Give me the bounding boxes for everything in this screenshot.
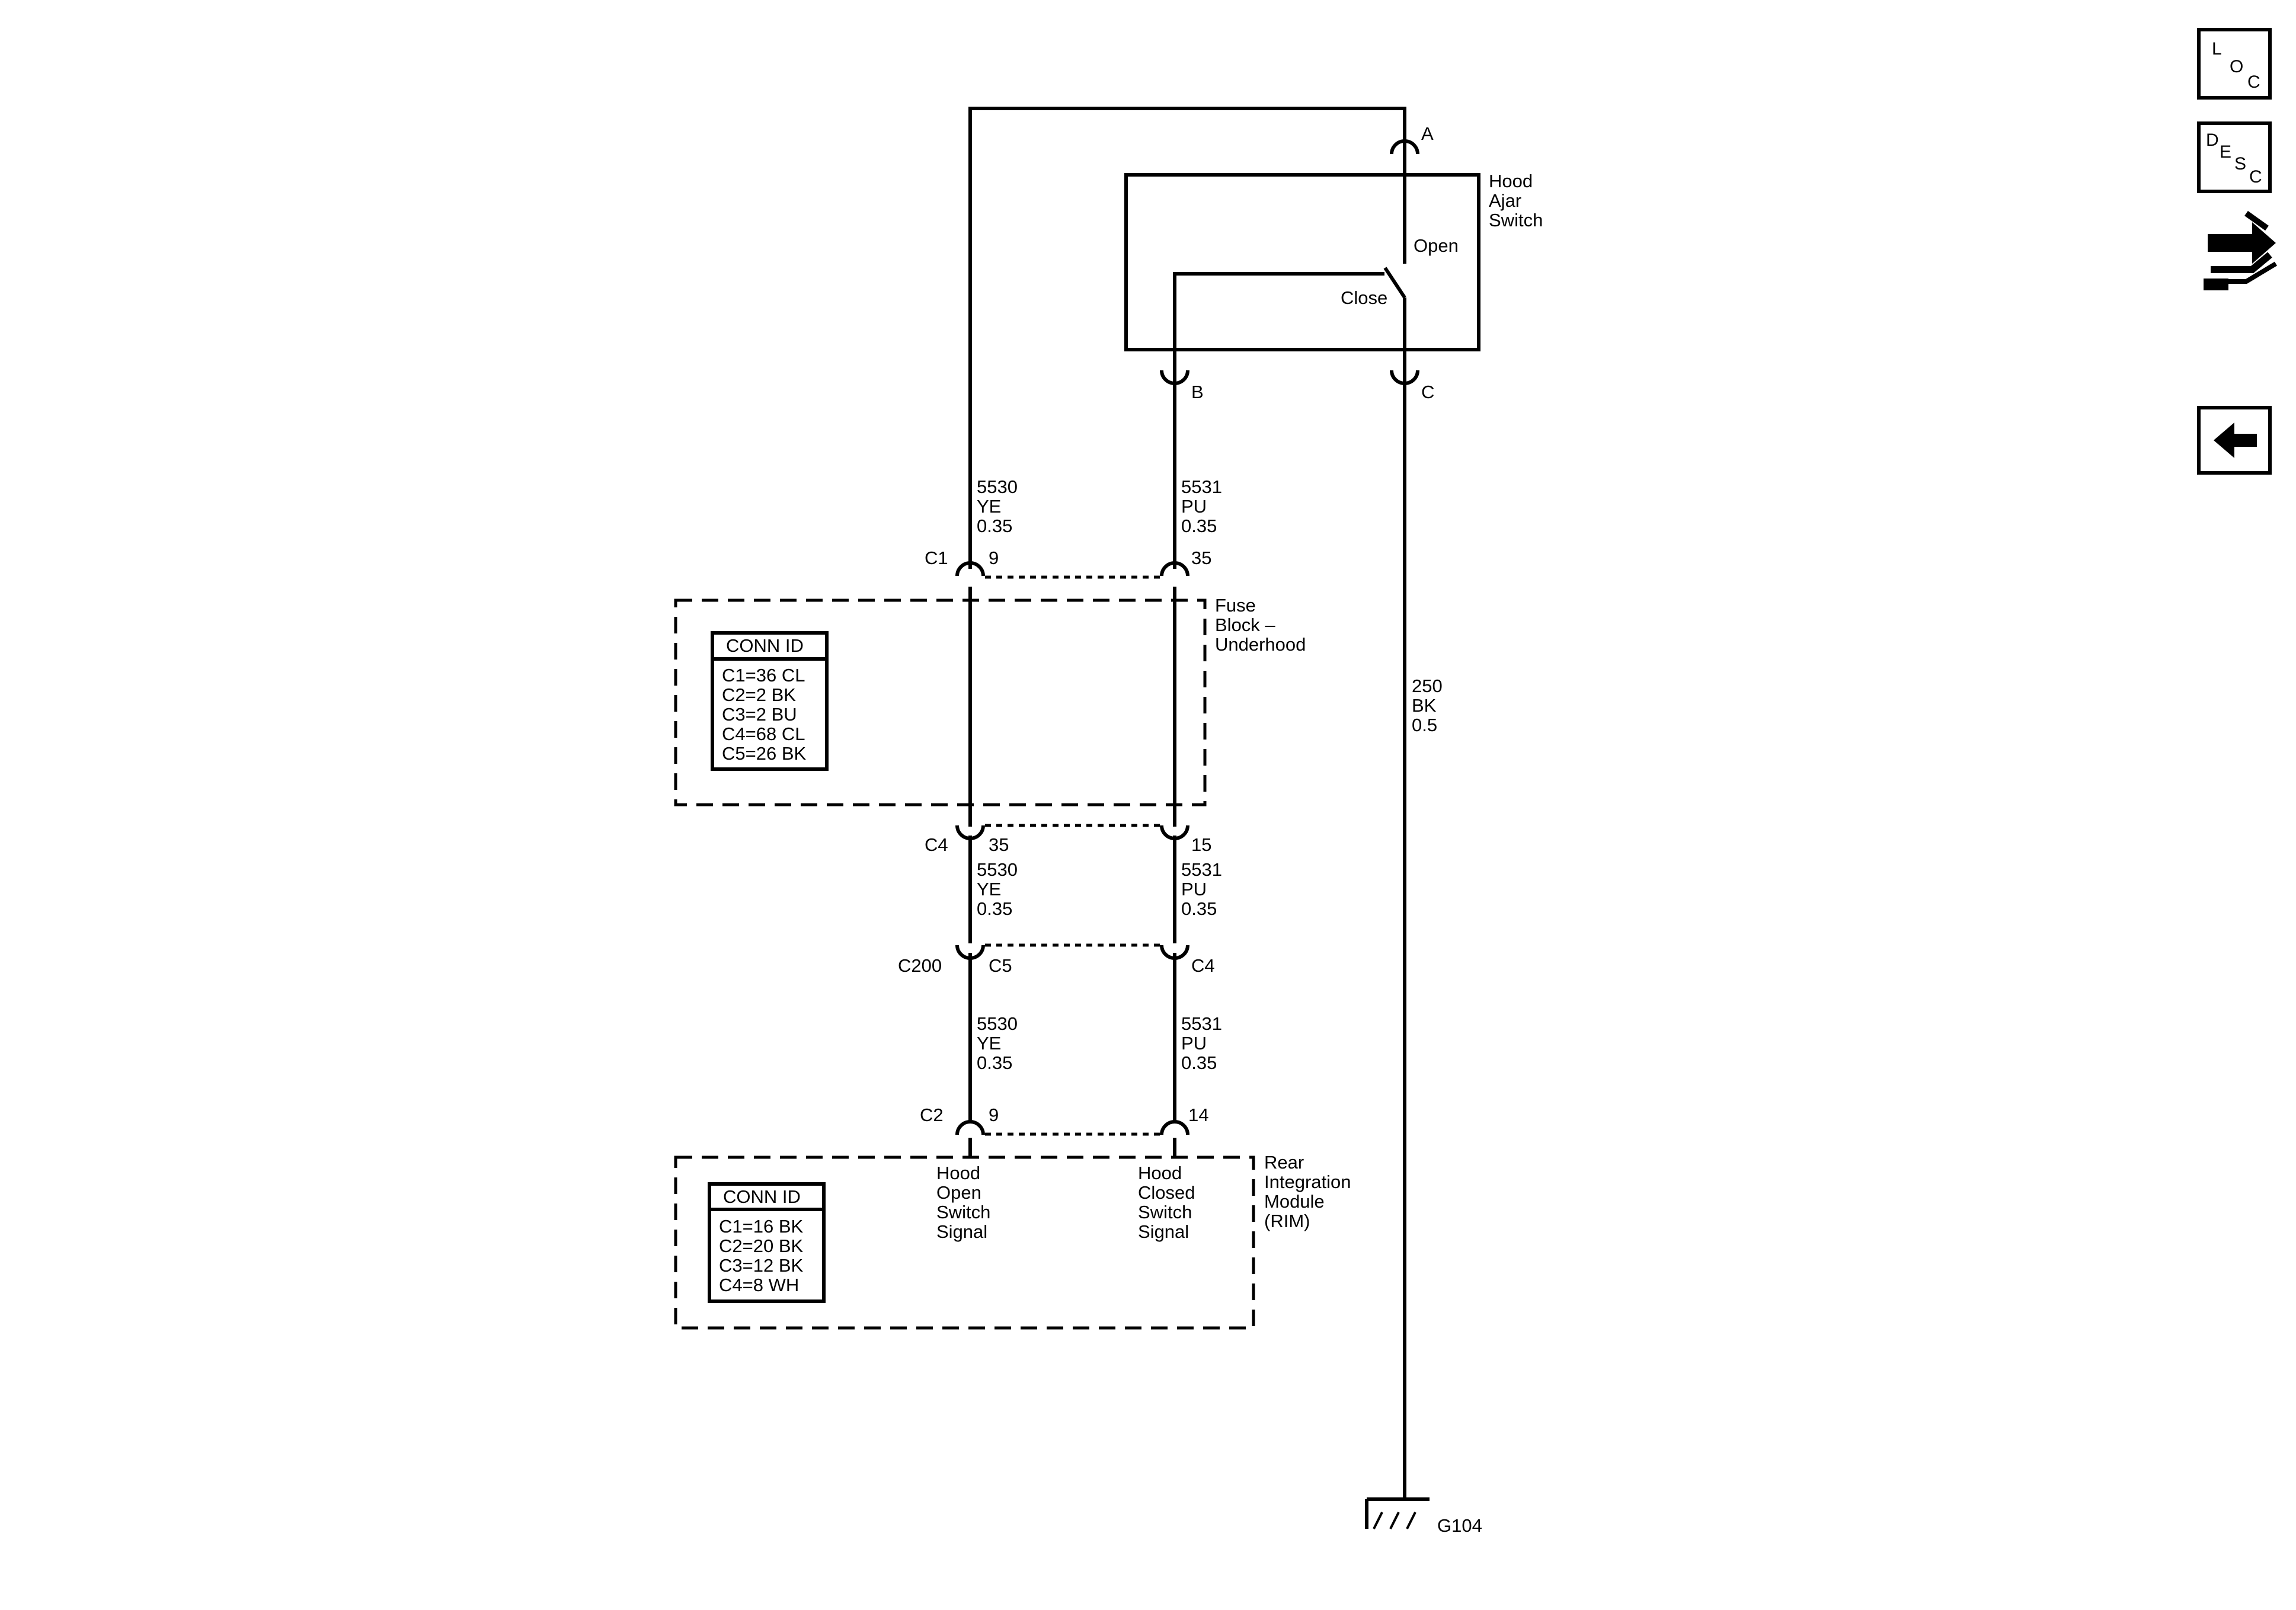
c4-label: C4 [925,834,948,855]
c1-pin-right: 35 [1191,548,1211,568]
switch-blade [1383,267,1406,299]
connector-c200: C200 C5 C4 [898,943,1215,976]
ground-hatch-3 [1406,1512,1416,1529]
c2-left-pin [955,1120,985,1135]
close-contact-wire [1173,272,1384,379]
description-button-frame [2197,121,2272,193]
fuse-block-conn-id-box [711,631,829,771]
wire-label-left-low: 5530 YE 0.35 [977,1013,1023,1073]
location-letter-c: C [2247,72,2260,92]
rim-name: Rear Integration Module (RIM) [1264,1152,1356,1231]
connector-c2: C2 9 14 [920,1105,1208,1136]
description-letter-s: S [2234,154,2246,174]
c2-pin-right: 14 [1188,1105,1208,1125]
fuse-block-outline [674,598,1207,806]
c2-label: C2 [920,1105,944,1125]
c4-pin-right: 15 [1191,834,1211,855]
close-label: Close [1341,287,1387,308]
c200-left-pin [955,945,985,960]
wire-label-right-mid: 5531 PU 0.35 [1181,859,1227,919]
connector-c1: C1 9 35 [925,548,1211,579]
terminal-b-label: B [1191,382,1204,402]
c1-right-pin [1160,561,1189,577]
wire-5530-top-run [968,107,1406,569]
rim-hood-open-signal: Hood Open Switch Signal [936,1163,996,1242]
connector-end-view-icon [2204,210,2278,290]
ground-hatch-2 [1389,1512,1400,1529]
rim-conn-id-list: C1=16 BK C2=20 BK C3=12 BK C4=8 WH [719,1216,808,1295]
wire-label-left-top: 5530 YE 0.35 [977,476,1023,536]
hood-ajar-switch: Hood Ajar Switch Open Close A B C [1124,123,1543,402]
description-button[interactable]: D E S C [2197,121,2272,193]
wire-5530 [968,107,1406,1158]
c200-pin-right: C4 [1191,955,1215,976]
c4-pin-left: 35 [989,834,1009,855]
location-letter-o: O [2230,57,2243,76]
description-letter-d: D [2206,130,2219,150]
connector-end-view-button[interactable] [2204,210,2278,290]
c200-right-pin [1160,945,1189,960]
location-button-frame [2197,28,2272,100]
terminal-c-label: C [1421,382,1434,402]
switch-name: Hood Ajar Switch [1489,171,1543,231]
terminal-a-label: A [1421,123,1434,144]
rim-outline [674,1156,1255,1330]
open-label: Open [1414,235,1459,256]
c200-pin-left: C5 [989,955,1012,976]
wire-label-right-low: 5531 PU 0.35 [1181,1013,1227,1073]
c1-left-pin [955,561,985,577]
c200-label: C200 [898,955,942,976]
wire-label-left-mid: 5530 YE 0.35 [977,859,1023,919]
fuse-block-conn-id-title: CONN ID [726,635,804,656]
c2-right-pin [1160,1120,1189,1135]
back-arrow-icon [2214,422,2257,458]
rim-hood-closed-signal: Hood Closed Switch Signal [1138,1163,1200,1242]
c1-pin-left: 9 [989,548,999,568]
back-button[interactable] [2197,406,2272,475]
ground-label: G104 [1437,1515,1482,1536]
switch-body [1124,173,1480,351]
description-letter-e: E [2220,142,2231,162]
fuse-block-conn-id-list: C1=36 CL C2=2 BK C3=2 BU C4=68 CL C5=26 … [722,665,810,764]
description-letter-c: C [2249,167,2262,187]
wire-label-ground: 250 BK 0.5 [1412,676,1447,735]
location-button[interactable]: L O C [2197,28,2272,100]
ground-hatch-1 [1373,1512,1383,1529]
fuse-block-underhood: Fuse Block – Underhood CONN ID C1=36 CL … [674,595,1306,806]
wire-250: G104 [1365,379,1482,1536]
c1-label: C1 [925,548,948,568]
location-letter-l: L [2212,39,2222,59]
c4-right-pin [1160,825,1189,840]
c4-left-pin [955,825,985,840]
fuse-block-name: Fuse Block – Underhood [1215,595,1306,655]
rim-conn-id-title: CONN ID [723,1186,801,1207]
rear-integration-module: Rear Integration Module (RIM) Hood Open … [674,1152,1356,1330]
connector-c4: C4 35 15 [925,824,1211,855]
c2-pin-left: 9 [989,1105,999,1125]
wire-label-right-top: 5531 PU 0.35 [1181,476,1227,536]
rim-conn-id-box [708,1182,826,1303]
